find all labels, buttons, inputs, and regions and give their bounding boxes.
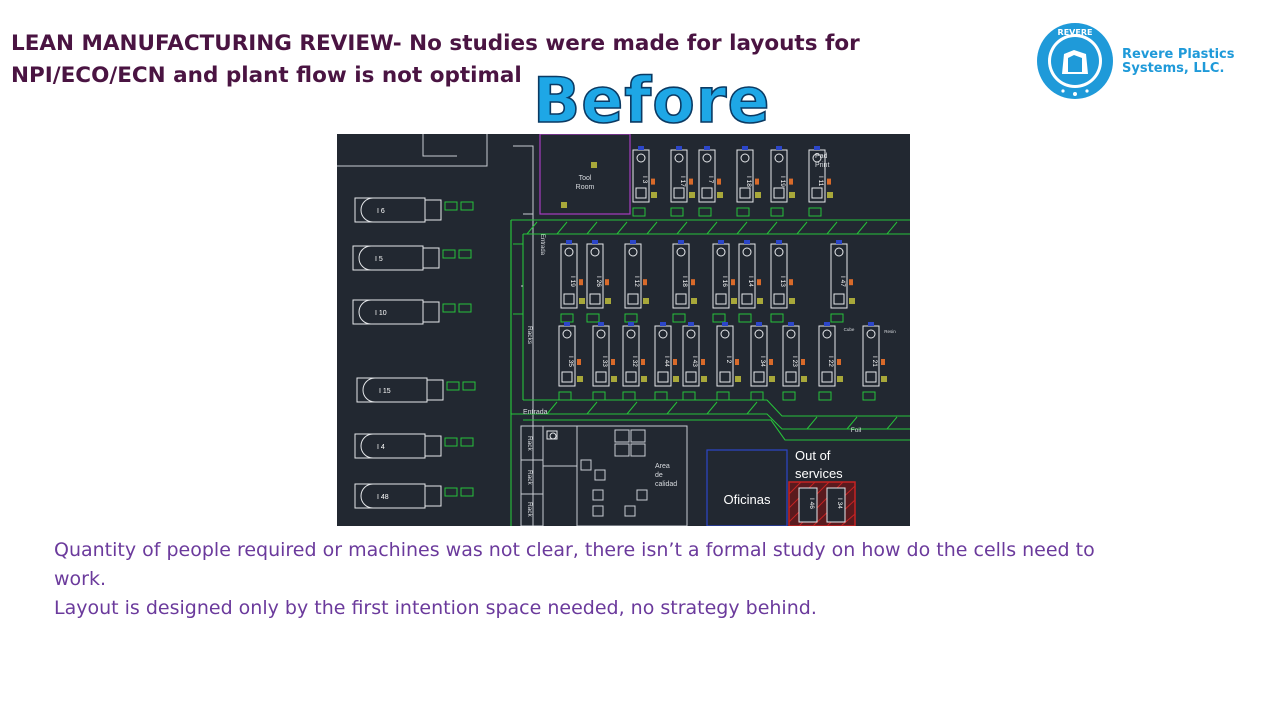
left-machine-label-3: I 15 [379,388,391,395]
oos-machine-0: I 46 [798,487,818,523]
entrada-label: Entrada [523,409,548,416]
low-machine-label-4: I 43 [691,356,698,367]
low-machine-1: I 33 [592,322,617,401]
note-2: Layout is designed only by the first int… [54,597,817,619]
out-of-service-label-2: services [795,466,843,481]
offices-label: Oficinas [724,492,771,507]
top-machine-label-3: I 18 [745,176,752,187]
low-machine-label-9: I 21 [871,356,878,367]
mid-machine-label-0: I 19 [569,276,576,287]
mid-machine-2: I 12 [624,240,649,323]
mid-machine-label-6: I 13 [779,276,786,287]
low-machine-6: I 34 [750,322,775,401]
cube-label: Cube [844,327,855,332]
low-machine-2: I 32 [622,322,647,401]
company-name-line-2: Systems, LLC. [1122,61,1225,76]
left-machine-2: I 10 [352,299,472,325]
slide-title: LEAN MANUFACTURING REVIEW- No studies we… [11,28,891,92]
low-machine-7: I 23 [782,322,807,401]
top-machine-2: I 7 [698,146,723,217]
left-machine-label-0: I 6 [377,208,385,215]
left-machine-4: I 4 [354,433,474,459]
left-machine-1: I 5 [352,245,472,271]
before-heading: Before [532,63,771,138]
revere-emblem-icon: REVERE [1037,23,1113,99]
top-machine-3: I 18 [736,146,761,217]
low-machine-0: I 35 [558,322,583,401]
oos-machine-label-0: I 46 [808,498,815,509]
slide-title-line-2: NPI/ECO/ECN and plant flow is not optima… [11,63,522,88]
foil-label: Foil [851,427,862,434]
company-name: Revere Plastics Systems, LLC. [1122,48,1234,76]
low-machine-label-8: I 22 [827,356,834,367]
mid-machine-5: I 14 [738,240,763,323]
quality-area-label-1: Area [655,463,670,470]
left-machine-label-4: I 4 [377,444,385,451]
tool-room-label-2: Room [576,184,595,191]
low-machine-4: I 43 [682,322,707,401]
mid-machine-label-1: I 26 [595,276,602,287]
mid-machine-4: I 16 [712,240,737,323]
mid-machine-3: I 18 [672,240,697,323]
mid-machine-label-4: I 16 [721,276,728,287]
company-name-line-1: Revere Plastics [1122,47,1235,62]
oos-machine-label-1: I 34 [836,498,843,509]
low-machine-3: I 44 [654,322,679,401]
quality-area-label-3: calidad [655,481,677,488]
offices-room [706,449,788,526]
top-machine-label-1: I 17 [679,176,686,187]
low-machine-9: I 21 [862,322,887,401]
mid-machine-label-2: I 12 [633,276,640,287]
top-machine-label-0: I 3 [641,176,648,184]
pad-print-label-2: Print [815,162,829,169]
mid-machine-1: I 26 [586,240,611,323]
quality-area-label-2: de [655,472,663,479]
top-machine-label-4: I 19 [779,176,786,187]
oos-machine-1: I 34 [826,487,846,523]
tool-room-label: Tool [579,175,592,182]
rack-label-2: Rack [526,470,533,486]
low-machine-label-6: I 34 [759,356,766,367]
left-machine-0: I 6 [354,197,474,223]
rack-label-1: Rack [526,436,533,452]
top-machine-label-2: I 7 [707,176,714,184]
rack-label-3: Rack [526,502,533,518]
low-machine-label-1: I 33 [601,356,608,367]
slide-notes: Quantity of people required or machines … [54,536,1114,623]
mid-machine-7: I 47 [830,240,855,323]
mid-machine-label-3: I 18 [681,276,688,287]
left-machine-3: I 15 [356,377,476,403]
slide-title-line-1: LEAN MANUFACTURING REVIEW- No studies we… [11,31,860,56]
out-of-service-label-1: Out of [795,448,831,463]
company-logo: REVERE Revere Plastics Systems, LLC. [1034,22,1244,102]
top-machine-5: I 11 [808,146,833,217]
note-1: Quantity of people required or machines … [54,539,1095,590]
left-machine-5: I 48 [354,483,474,509]
left-machine-label-1: I 5 [375,256,383,263]
low-machine-label-0: I 35 [567,356,574,367]
pad-print-label-1: Pad [815,153,828,160]
low-machine-5: I 2 [716,322,741,401]
mid-machine-6: I 13 [770,240,795,323]
plant-layout-drawing: Tool Room Entrada Entrada Ra [337,134,910,526]
low-machine-8: I 22 [818,322,843,401]
left-machine-label-5: I 48 [377,494,389,501]
logo-ring-text: REVERE [1058,28,1093,37]
top-machine-label-5: I 11 [817,176,824,187]
low-machine-label-2: I 32 [631,356,638,367]
entrada-vertical-label: Entrada [539,234,545,256]
mid-machine-label-7: I 47 [839,276,846,287]
mid-machine-label-5: I 14 [747,276,754,287]
low-machine-label-3: I 44 [663,356,670,367]
aisle-lines [510,219,910,526]
low-machine-label-7: I 23 [791,356,798,367]
resin-label: Resin [884,329,896,334]
top-machine-0: I 3 [632,146,657,217]
top-machine-1: I 17 [670,146,695,217]
top-machine-4: I 19 [770,146,795,217]
tool-room [539,134,631,215]
low-machine-label-5: I 2 [725,356,732,364]
left-machine-label-2: I 10 [375,310,387,317]
racks-label: Racks [526,326,533,345]
